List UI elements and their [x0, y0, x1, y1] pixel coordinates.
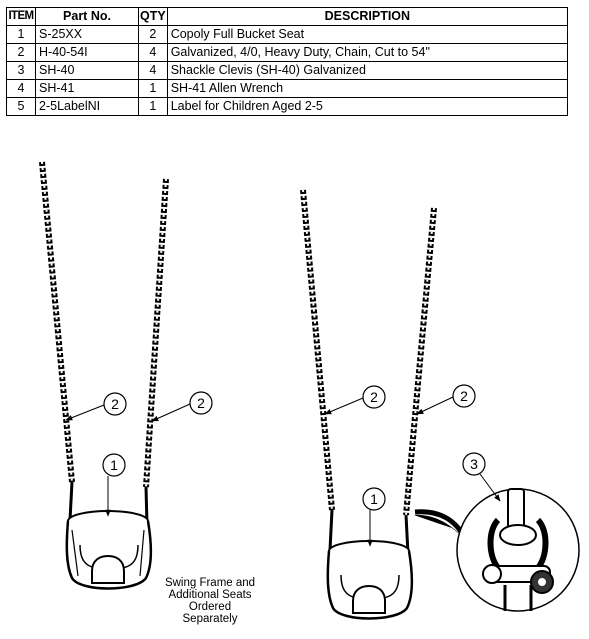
cell-part-no: SH-40	[35, 61, 139, 80]
cell-part-no: H-40-54I	[35, 43, 139, 62]
table-row: 3 SH-40 4 Shackle Clevis (SH-40) Galvani…	[6, 61, 569, 80]
cell-qty: 4	[138, 61, 168, 80]
frame-note: Swing Frame and Additional Seats Ordered…	[150, 577, 270, 625]
callout-label: 2	[111, 396, 119, 412]
cell-qty: 1	[138, 97, 168, 116]
callout-label: 2	[460, 388, 468, 404]
callout-right-seat: 1	[362, 487, 386, 547]
cell-item: 5	[6, 97, 36, 116]
callout-label: 1	[370, 491, 378, 507]
assembly-drawing: 1 2 2 1	[39, 161, 580, 620]
cell-item: 4	[6, 79, 36, 98]
callout-left-seat: 1	[102, 453, 126, 517]
callout-label: 1	[110, 457, 118, 473]
cell-item: 3	[6, 61, 36, 80]
cell-part-no: S-25XX	[35, 25, 139, 44]
header-qty: QTY	[138, 7, 168, 26]
shackle-detail-view: 3	[414, 452, 580, 612]
cell-description: Label for Children Aged 2-5	[166, 97, 569, 116]
left-chain-a	[39, 161, 75, 483]
cell-part-no: 2-5LabelNI	[35, 97, 139, 116]
left-chain-b	[143, 178, 169, 488]
callout-label: 2	[370, 389, 378, 405]
left-bucket-seat	[65, 481, 152, 590]
parts-table: ITEM Part No. QTY DESCRIPTION 1 S-25XX 2…	[6, 7, 569, 116]
table-row: 2 H-40-54I 4 Galvanized, 4/0, Heavy Duty…	[6, 43, 569, 62]
note-line: Swing Frame and	[164, 577, 256, 589]
cell-qty: 4	[138, 43, 168, 62]
callout-left-chain-b: 2	[151, 391, 213, 422]
cell-qty: 1	[138, 79, 168, 98]
note-line: Additional Seats	[168, 589, 252, 601]
table-row: 4 SH-41 1 SH-41 Allen Wrench	[6, 79, 569, 98]
cell-description: SH-41 Allen Wrench	[166, 79, 569, 98]
callout-label: 2	[197, 395, 205, 411]
cell-qty: 2	[138, 25, 168, 44]
callout-detail-shackle: 3	[462, 452, 501, 502]
cell-description: Galvanized, 4/0, Heavy Duty, Chain, Cut …	[166, 43, 569, 62]
note-line: Ordered	[188, 601, 232, 613]
header-part-no: Part No.	[35, 7, 139, 26]
right-chain-b	[403, 207, 437, 516]
cell-item: 1	[6, 25, 36, 44]
header-description: DESCRIPTION	[166, 7, 569, 26]
cell-description: Shackle Clevis (SH-40) Galvanized	[166, 61, 569, 80]
callout-left-chain-a: 2	[65, 392, 127, 421]
table-row: 1 S-25XX 2 Copoly Full Bucket Seat	[6, 25, 569, 44]
left-swing-assembly: 1 2 2	[39, 161, 213, 590]
note-line: Separately	[182, 613, 238, 625]
cell-description: Copoly Full Bucket Seat	[166, 25, 569, 44]
shackle-icon	[482, 488, 554, 611]
cell-item: 2	[6, 43, 36, 62]
callout-label: 3	[470, 456, 478, 472]
callout-right-chain-a: 2	[324, 385, 386, 415]
table-header-row: ITEM Part No. QTY DESCRIPTION	[6, 7, 569, 26]
right-bucket-seat	[326, 509, 413, 620]
cell-part-no: SH-41	[35, 79, 139, 98]
right-swing-assembly: 1 2 2	[300, 189, 476, 620]
right-chain-a	[300, 189, 335, 511]
callout-right-chain-b: 2	[416, 384, 476, 415]
header-item: ITEM	[6, 7, 36, 26]
table-row: 5 2-5LabelNI 1 Label for Children Aged 2…	[6, 97, 569, 116]
